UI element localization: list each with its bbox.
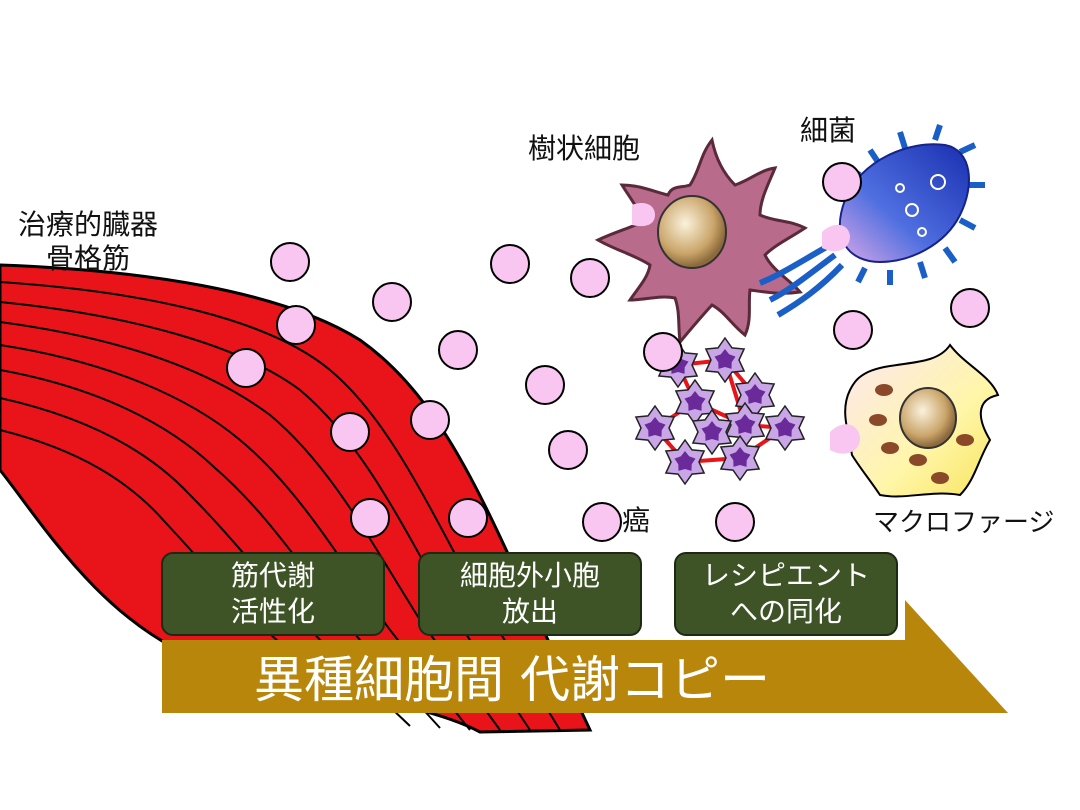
vesicle: [822, 162, 862, 202]
dendritic-cell-label: 樹状細胞: [528, 132, 641, 165]
cancer-cluster: [634, 336, 806, 486]
vesicle: [833, 310, 873, 350]
vesicle: [438, 330, 478, 370]
vesicle: [270, 242, 310, 282]
vesicle: [226, 348, 266, 388]
step-line1: 細胞外小胞: [459, 559, 600, 592]
vesicle: [715, 502, 755, 542]
bacterium: [758, 124, 985, 318]
macrophage-label: マクロファージ: [873, 508, 1055, 538]
metabolic-copy-arrow: [162, 600, 1008, 713]
vesicle: [276, 305, 316, 345]
cancer-cell: [724, 401, 766, 449]
vesicle: [950, 288, 990, 328]
dendritic-cell: [594, 136, 808, 346]
organ-label: 治療的臓器 骨格筋: [18, 208, 158, 276]
vesicle: [582, 502, 622, 542]
diagram-title: 異種細胞間 代謝コピー: [254, 651, 770, 709]
step-muscle-metabolism: 筋代謝 活性化: [161, 552, 385, 636]
cancer-cell: [704, 336, 746, 384]
step-line1: 筋代謝: [230, 559, 315, 592]
vesicle: [448, 498, 488, 538]
bacteria-label: 細菌: [800, 114, 857, 147]
macrophage: [830, 343, 1000, 498]
extracellular-vesicles: [226, 162, 990, 542]
step-line2: 放出: [501, 595, 558, 628]
step-vesicle-release: 細胞外小胞 放出: [418, 552, 642, 636]
vesicle: [350, 498, 390, 538]
step-line2: への同化: [729, 595, 842, 628]
vesicle: [410, 400, 450, 440]
vesicle: [525, 365, 565, 405]
cancer-cell: [764, 404, 806, 452]
vesicle: [548, 430, 588, 470]
vesicle: [643, 332, 683, 372]
vesicle: [570, 258, 610, 298]
vesicle: [372, 282, 412, 322]
cancer-label: 癌: [622, 504, 651, 537]
vesicle: [330, 412, 370, 452]
cancer-cell: [691, 408, 733, 456]
bacterium-flagella: [758, 242, 845, 318]
step-line2: 活性化: [230, 595, 315, 628]
organ-label-line2: 骨格筋: [46, 242, 131, 275]
vesicle: [490, 244, 530, 284]
cancer-cell: [634, 404, 676, 452]
cancer-cell: [719, 434, 761, 482]
step-line1: レシピエント: [701, 559, 870, 592]
cancer-cell: [664, 438, 706, 486]
organ-label-line1: 治療的臓器: [18, 208, 159, 241]
step-recipient-assimilation: レシピエント への同化: [674, 552, 898, 636]
